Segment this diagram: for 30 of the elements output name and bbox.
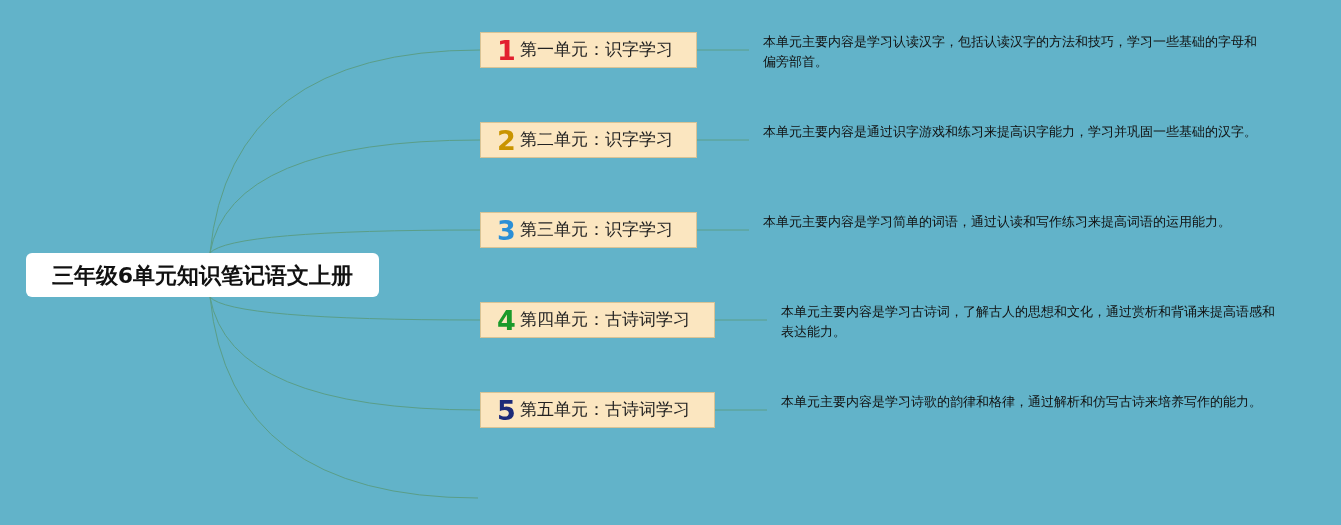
unit-topic-box (480, 32, 697, 68)
connector-line (714, 409, 768, 411)
unit-topic-box (480, 302, 715, 338)
number-label: 3 (497, 216, 516, 244)
topic-text: 第三单元：识字学习 (519, 218, 673, 242)
root-topic-box: 三年级6单元知识笔记语文上册 (26, 253, 379, 297)
number-label: 2 (497, 126, 516, 154)
description-text: 本单元主要内容是学习古诗词，了解古人的思想和文化，通过赏析和背诵来提高语感和表达能力。 (781, 302, 1281, 342)
connector-line (696, 229, 750, 231)
connector-line (714, 319, 768, 321)
unit-topic-box (480, 122, 697, 158)
connector-line (696, 49, 750, 51)
topic-text: 第一单元：识字学习 (519, 38, 673, 62)
topic-text: 第四单元：古诗词学习 (519, 308, 690, 332)
connector-line (209, 296, 481, 321)
connector-line (209, 296, 479, 499)
unit-topic-box (480, 392, 715, 428)
description-text: 本单元主要内容是学习简单的词语，通过认读和写作练习来提高词语的运用能力。 (763, 212, 1263, 232)
number-label: 4 (497, 306, 516, 334)
number-label: 1 (497, 36, 516, 64)
connector-line (209, 229, 481, 254)
unit-topic-box (480, 212, 697, 248)
description-text: 本单元主要内容是通过识字游戏和练习来提高识字能力，学习并巩固一些基础的汉字。 (763, 122, 1263, 142)
description-text: 本单元主要内容是学习诗歌的韵律和格律，通过解析和仿写古诗来培养写作的能力。 (781, 392, 1281, 412)
description-text: 本单元主要内容是学习认读汉字，包括认读汉字的方法和技巧，学习一些基础的字母和偏旁部首。 (763, 32, 1263, 72)
topic-text: 第五单元：古诗词学习 (519, 398, 690, 422)
number-label: 5 (497, 396, 516, 424)
connector-line (209, 139, 481, 254)
topic-text: 第二单元：识字学习 (519, 128, 673, 152)
connector-line (696, 139, 750, 141)
